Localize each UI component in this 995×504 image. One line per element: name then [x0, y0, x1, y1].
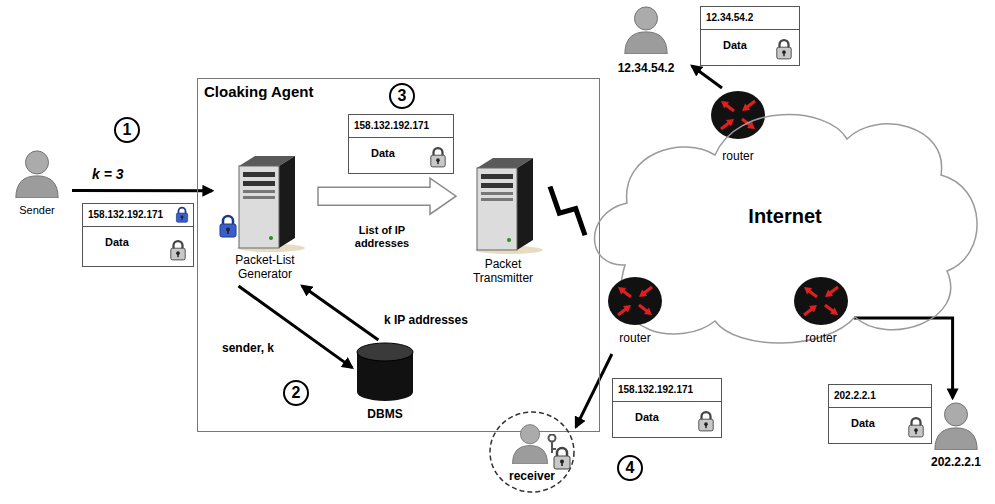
edge-label: sender, k	[222, 342, 312, 356]
database-node: DBMS	[352, 340, 418, 432]
receiver-node: receiver	[488, 410, 576, 494]
packet-divider	[701, 29, 799, 30]
sender-person: Sender	[2, 144, 72, 224]
node-label: DBMS	[352, 408, 418, 422]
router-icon	[793, 276, 849, 326]
lock-icon	[552, 446, 572, 470]
payload-label: Data	[851, 417, 875, 430]
packet-divider	[613, 401, 721, 402]
router-icon	[607, 276, 663, 326]
edge-label: k = 3	[92, 166, 162, 182]
person-icon	[932, 400, 980, 450]
flow-arrow	[576, 354, 612, 427]
server-icon	[225, 152, 305, 252]
flow-arrow	[239, 286, 353, 368]
packet-box: 202.2.2.1Data	[828, 384, 932, 444]
callout-number: 2	[283, 380, 309, 406]
router-node: router	[788, 274, 854, 354]
packet-divider	[83, 226, 193, 227]
packet-box: 158.132.192.171Data	[82, 203, 194, 267]
packet-divider	[829, 407, 931, 408]
packet-box: 158.132.192.171Data	[348, 114, 454, 174]
server-node: Packet-List Generator	[212, 150, 318, 286]
server-icon	[463, 154, 543, 254]
lock-icon	[218, 214, 238, 238]
flow-arrow	[72, 189, 212, 192]
lock-icon	[169, 239, 187, 261]
lock-icon	[175, 206, 189, 223]
lock-icon	[775, 38, 793, 60]
node-label: router	[602, 332, 668, 346]
packet-divider	[349, 137, 453, 138]
person-icon	[622, 4, 670, 54]
host-person: 12.34.54.2	[600, 2, 692, 82]
node-label: Sender	[2, 204, 72, 217]
flow-arrow	[692, 66, 722, 88]
callout-number: 1	[114, 117, 140, 143]
ip-address: 12.34.54.2	[706, 12, 753, 24]
router-node: router	[706, 88, 770, 172]
ip-address: 158.132.192.171	[354, 120, 429, 132]
hollow-arrow	[318, 178, 456, 214]
callout-number: 3	[389, 83, 415, 109]
node-label: Packet Transmitter	[456, 258, 550, 286]
lock-icon	[429, 146, 447, 168]
ip-address: 158.132.192.171	[88, 209, 163, 221]
ip-address: 158.132.192.171	[618, 384, 693, 396]
payload-label: Data	[635, 411, 659, 424]
router-icon	[710, 90, 766, 140]
packet-box: 158.132.192.171Data	[612, 378, 722, 438]
node-label: Packet-List Generator	[212, 254, 318, 282]
group-title: Cloaking Agent	[204, 83, 313, 100]
payload-label: Data	[105, 236, 129, 249]
lock-icon	[907, 416, 925, 438]
node-label: 12.34.54.2	[600, 62, 692, 76]
flow-arrow	[302, 286, 378, 340]
node-label: receiver	[488, 470, 576, 484]
lock-icon	[697, 410, 715, 432]
database-icon	[355, 342, 415, 404]
node-label: Internet	[585, 205, 985, 228]
packet-box: 12.34.54.2Data	[700, 6, 800, 66]
person-icon	[510, 422, 550, 464]
server-node: Packet Transmitter	[456, 152, 550, 290]
ip-address: 202.2.2.1	[834, 390, 876, 402]
wireless-link	[550, 187, 585, 236]
node-label: 202.2.2.1	[922, 456, 990, 470]
edge-label: List of IP addresses	[340, 224, 424, 249]
router-node: router	[602, 274, 668, 354]
payload-label: Data	[723, 39, 747, 52]
person-icon	[13, 148, 61, 198]
node-label: router	[788, 332, 854, 346]
callout-number: 4	[617, 455, 643, 481]
agent-boundary: Cloaking AgentPacket-List Generator 158.1…	[197, 78, 600, 432]
host-person: 202.2.2.1	[922, 398, 990, 480]
payload-label: Data	[371, 147, 395, 160]
edge-label: k IP addresses	[384, 314, 494, 328]
